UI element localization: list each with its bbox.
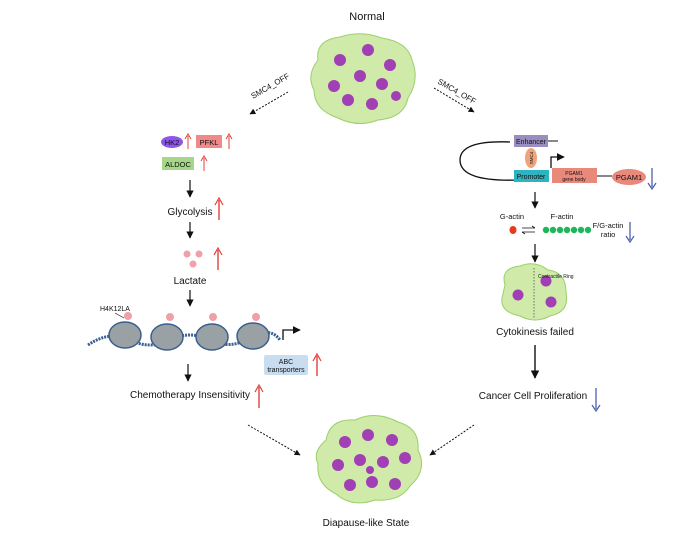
gene-hk2: HK2 <box>161 136 183 148</box>
smc4-off-left-label: SMC4_OFF <box>250 72 292 101</box>
f-actin-label: F-actin <box>551 212 574 221</box>
diapause-cell-cluster-icon <box>315 415 423 504</box>
ratio-label-line1: F/G-actin <box>593 221 624 230</box>
svg-text:PGAM1: PGAM1 <box>565 171 583 177</box>
up-arrow-icon <box>213 246 223 270</box>
exchange-arrows-icon <box>521 225 536 235</box>
lactate-label: Lactate <box>174 276 207 287</box>
smc4-ellipse: SMC4 <box>525 148 537 168</box>
arrow-left-to-diapause <box>247 424 301 456</box>
g-actin-dot <box>509 226 517 234</box>
nucleosome-icon <box>150 313 184 351</box>
svg-text:ALDOC: ALDOC <box>165 160 191 169</box>
chromatin-loop <box>459 141 519 181</box>
g-actin-label: G-actin <box>500 212 524 221</box>
lactate-dots <box>183 250 203 268</box>
svg-text:ABC: ABC <box>279 359 293 366</box>
svg-text:SMC4: SMC4 <box>529 151 534 164</box>
pgam1-protein: PGAM1 <box>612 169 646 185</box>
enhancer-box: Enhancer <box>514 135 548 147</box>
smc4-off-right-label: SMC4_OFF <box>436 77 478 106</box>
svg-text:PFKL: PFKL <box>200 138 219 147</box>
abc-transporters-box: ABC transporters <box>264 355 308 375</box>
tss-arrow-icon <box>282 326 301 340</box>
nucleosome-icon <box>108 312 142 349</box>
down-arrow-icon <box>591 388 601 413</box>
up-arrow-icon <box>225 133 233 149</box>
histone-mark-label: H4K12LA <box>100 306 130 313</box>
title-normal: Normal <box>349 11 384 23</box>
up-arrow-icon <box>184 133 192 149</box>
chemotherapy-label: Chemotherapy Insensitivity <box>130 390 250 401</box>
gene-body-box: PGAM1 gene body <box>552 168 597 183</box>
contractile-ring-label: Contractile Ring <box>538 274 574 280</box>
up-arrow-icon <box>312 352 322 376</box>
gene-pfkl: PFKL <box>196 135 222 148</box>
normal-cell-cluster-icon <box>310 33 416 124</box>
up-arrow-icon <box>214 196 224 220</box>
histone-mark-pointer <box>114 312 125 319</box>
dividing-cell-icon <box>501 263 568 321</box>
svg-text:HK2: HK2 <box>165 138 180 147</box>
proliferation-label: Cancer Cell Proliferation <box>479 391 587 402</box>
up-arrow-icon <box>254 383 264 408</box>
glycolysis-label: Glycolysis <box>167 207 212 218</box>
promoter-box: Promoter <box>514 170 549 182</box>
gene-aldoc: ALDOC <box>162 157 194 170</box>
arrow-to-left-branch <box>249 91 289 115</box>
tss-arrow-icon <box>550 153 565 168</box>
ratio-label-line2: ratio <box>601 230 616 239</box>
svg-text:Enhancer: Enhancer <box>516 139 547 146</box>
cytokinesis-label: Cytokinesis failed <box>496 327 574 338</box>
svg-text:PGAM1: PGAM1 <box>616 173 642 182</box>
nucleosome-icon <box>195 313 229 351</box>
down-arrow-icon <box>647 168 657 191</box>
up-arrow-icon <box>200 155 208 171</box>
svg-text:transporters: transporters <box>267 367 305 374</box>
f-actin-chain <box>542 226 592 234</box>
diapause-label: Diapause-like State <box>323 518 410 529</box>
down-arrow-icon <box>625 222 635 244</box>
nucleosome-icon <box>236 313 270 350</box>
svg-text:Promoter: Promoter <box>517 174 546 181</box>
arrow-to-right-branch <box>433 87 475 113</box>
svg-text:gene body: gene body <box>562 177 586 183</box>
arrow-right-to-diapause <box>429 424 475 456</box>
